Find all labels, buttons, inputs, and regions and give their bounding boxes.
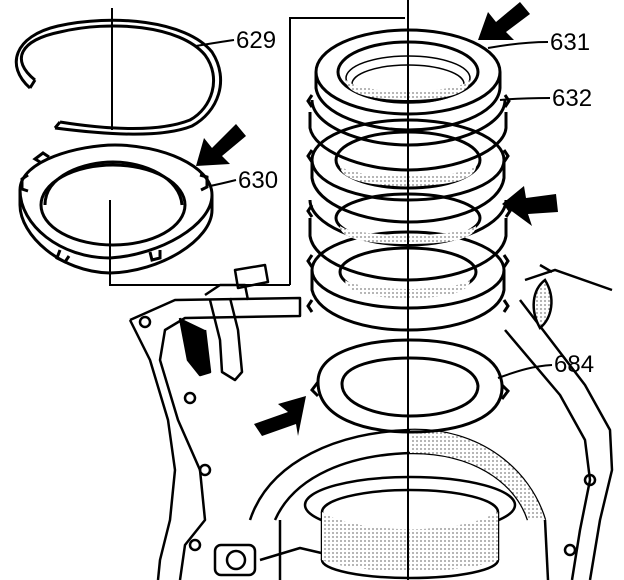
callout-labels: 629 630 631 632 684 xyxy=(236,27,594,378)
callout-629: 629 xyxy=(236,27,276,54)
clutch-plate-630 xyxy=(18,143,214,275)
leader-631 xyxy=(487,41,549,49)
snap-ring-629 xyxy=(14,18,223,136)
callout-631: 631 xyxy=(550,29,590,56)
arrow-684 xyxy=(254,396,306,436)
plate-684 xyxy=(310,338,510,434)
right-bracket-part xyxy=(524,263,613,330)
center-axis xyxy=(111,0,409,580)
arrow-632 xyxy=(502,186,558,226)
arrow-630 xyxy=(196,124,246,166)
pointer-arrows xyxy=(196,2,558,436)
leader-629 xyxy=(195,39,235,47)
leader-684 xyxy=(497,364,553,379)
callout-684: 684 xyxy=(554,351,594,378)
reference-frame xyxy=(109,17,405,286)
leader-630 xyxy=(209,179,237,187)
leader-632 xyxy=(499,97,551,101)
case-shading xyxy=(180,318,545,572)
callout-630: 630 xyxy=(238,167,278,194)
callout-632: 632 xyxy=(552,85,592,112)
arrow-631 xyxy=(478,2,530,40)
callout-leaders xyxy=(195,39,553,379)
